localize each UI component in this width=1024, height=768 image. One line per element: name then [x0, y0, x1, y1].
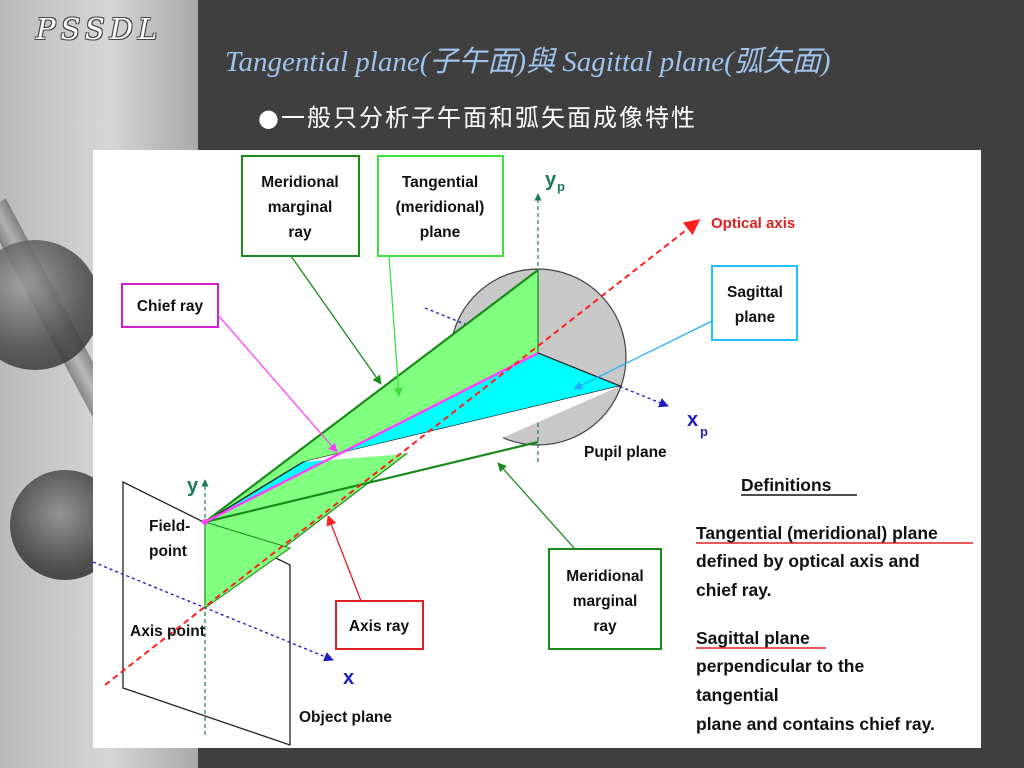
- logo: PSSDL: [36, 12, 163, 46]
- sagittal-text-line3: plane and contains chief ray.: [696, 714, 935, 734]
- chief-ray-label: Chief ray: [137, 298, 204, 315]
- meridional-gap: [303, 386, 620, 462]
- y-label: y: [187, 475, 199, 497]
- sagittal-label-line2: plane: [735, 309, 776, 326]
- chief-ray-label-box: [121, 283, 219, 328]
- object-plane-label: Object plane: [299, 709, 392, 726]
- leader-chief-ray: [217, 314, 338, 453]
- tangential-text-line2: chief ray.: [696, 580, 772, 600]
- meridional-label-bottom-line2: marginal: [573, 593, 638, 610]
- leader-axis-ray: [326, 515, 362, 602]
- meridional-label-top-line2: marginal: [268, 199, 333, 216]
- axis-point-label: Axis point: [130, 623, 205, 640]
- slide-title: Tangential plane(子午面)與 Sagittal plane(弧矢…: [225, 46, 831, 78]
- leader-sagittal: [573, 320, 713, 390]
- xp-subscript: p: [700, 424, 708, 439]
- field-point-label-line2: point: [149, 543, 187, 560]
- optical-axis-line: [104, 219, 701, 686]
- meridional-ray-upper: [204, 269, 539, 523]
- meridional-wedge: [204, 521, 292, 609]
- axis-ray-label: Axis ray: [349, 618, 410, 635]
- diagram-panel: Meridional marginal ray Tangential (meri…: [93, 150, 981, 748]
- optical-axis-label: Optical axis: [711, 215, 795, 232]
- yp-label: y: [545, 169, 557, 191]
- bullet-text: ●一般只分析子午面和弧矢面成像特性: [258, 104, 697, 132]
- field-point-dot: [202, 519, 208, 525]
- sagittal-label-box: [711, 265, 798, 341]
- x-label: x: [343, 667, 354, 689]
- meridional-label-bottom-line3: ray: [593, 618, 617, 635]
- meridional-label-top-line3: ray: [288, 224, 312, 241]
- xp-label: x: [687, 409, 698, 431]
- chief-ray: [204, 351, 539, 524]
- definitions-heading: Definitions: [741, 475, 832, 495]
- tangential-term: Tangential (meridional) plane: [696, 523, 938, 543]
- tangential-label-line2: (meridional): [396, 199, 485, 216]
- meridional-label-box-bottom: [548, 548, 662, 650]
- tangential-label-box: [377, 155, 504, 257]
- tangential-text-line1: defined by optical axis and: [696, 551, 920, 571]
- axis-ray-label-box: [335, 600, 424, 650]
- sagittal-text-line2: tangential: [696, 685, 779, 705]
- meridional-ray-lower: [204, 440, 539, 524]
- x-axis-line: [93, 561, 334, 662]
- leader-meridional-bottom: [497, 462, 576, 550]
- tangential-label-line3: plane: [420, 224, 461, 241]
- decor-ball: [0, 240, 100, 370]
- meridional-label-box-top: [241, 155, 360, 257]
- leader-tangential: [388, 255, 403, 397]
- yp-subscript: p: [557, 179, 565, 194]
- meridional-label-top-line1: Meridional: [261, 174, 339, 191]
- tangential-label-line1: Tangential: [402, 174, 478, 191]
- meridional-label-bottom-line1: Meridional: [566, 568, 644, 585]
- leader-meridional-top: [290, 255, 382, 385]
- sagittal-label-line1: Sagittal: [727, 284, 783, 301]
- field-point-label-line1: Field-: [149, 518, 190, 535]
- sagittal-text-line1: perpendicular to the: [696, 656, 864, 676]
- sagittal-term: Sagittal plane: [696, 628, 810, 648]
- pupil-plane-label: Pupil plane: [584, 444, 667, 461]
- optics-diagram: Meridional marginal ray Tangential (meri…: [93, 155, 973, 746]
